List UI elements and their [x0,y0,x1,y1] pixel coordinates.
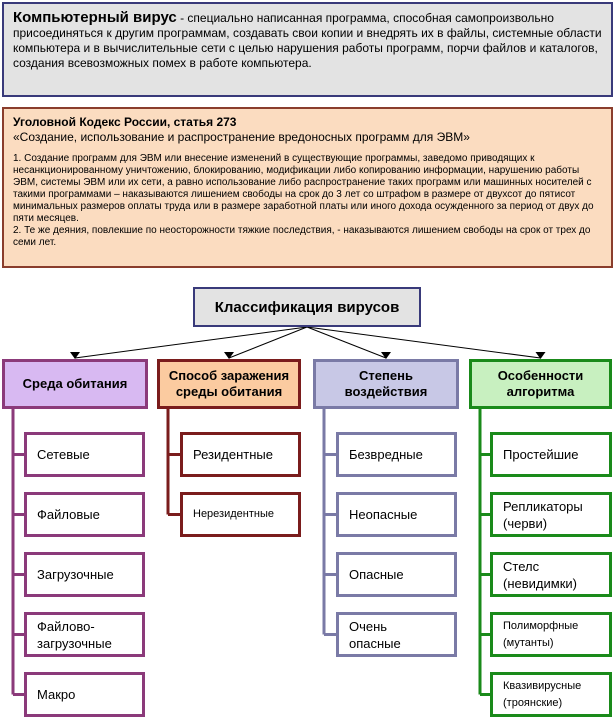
category-item: Сетевые [24,432,145,477]
item-label: Файловые [37,507,100,522]
category-item: Репликаторы (черви) [490,492,612,537]
category-box: Особенности алгоритма [469,359,612,409]
category-item: Очень опасные [336,612,457,657]
definition-text: - специально написанная программа, спосо… [13,11,602,70]
law-paragraphs: 1. Создание программ для ЭВМ или внесени… [13,153,594,248]
category-item: Безвредные [336,432,457,477]
item-label: Безвредные [349,447,423,462]
item-label: Сетевые [37,447,90,462]
category-item: Файлово- загрузочные [24,612,145,657]
root-arrow-line [306,326,541,359]
category-item: Квазивирусные (троянские) [490,672,612,717]
item-label: Неопасные [349,507,418,522]
item-label: Макро [37,687,76,702]
criminal-code-box: Уголовной Кодекс России, статья 273 «Соз… [2,107,613,268]
item-label: Нерезидентные [193,508,274,520]
category-item: Макро [24,672,145,717]
item-label: Репликаторы (черви) [503,498,583,531]
root-arrow-line [306,326,387,359]
category-item: Простейшие [490,432,612,477]
category-box: Способ заражения среды обитания [157,359,301,409]
arrow-head [70,352,80,359]
item-label: Стелс (невидимки) [503,558,577,591]
law-subtitle: «Создание, использование и распространен… [13,130,470,144]
category-label: Способ заражения среды обитания [168,368,290,399]
category-item: Загрузочные [24,552,145,597]
item-label: Простейшие [503,447,579,462]
category-item: Резидентные [180,432,301,477]
item-label: Очень опасные [349,618,401,651]
category-item: Неопасные [336,492,457,537]
category-label: Среда обитания [22,376,128,391]
category-box: Степень воздействия [313,359,459,409]
category-label: Особенности алгоритма [497,368,584,399]
category-item: Нерезидентные [180,492,301,537]
root-arrow-line [74,326,308,359]
category-box: Среда обитания [2,359,148,409]
root-arrow-line [228,326,308,359]
item-label: Квазивирусные (троянские) [503,679,582,709]
category-item: Полиморфные (мутанты) [490,612,612,657]
item-label: Резидентные [193,447,273,462]
category-item: Опасные [336,552,457,597]
classification-root: Классификация вирусов [193,287,421,327]
law-title: Уголовной Кодекс России, статья 273 [13,115,237,129]
definition-term: Компьютерный вирус [13,9,177,26]
arrow-head [381,352,391,359]
item-label: Полиморфные (мутанты) [503,619,579,649]
category-label: Степень воздействия [344,368,428,399]
virus-definition-box: Компьютерный вирус - специально написанн… [2,2,613,97]
arrow-head [535,352,546,359]
category-item: Файловые [24,492,145,537]
category-item: Стелс (невидимки) [490,552,612,597]
item-label: Опасные [349,567,404,582]
item-label: Загрузочные [37,567,114,582]
arrow-head [224,352,234,359]
item-label: Файлово- загрузочные [37,618,112,651]
